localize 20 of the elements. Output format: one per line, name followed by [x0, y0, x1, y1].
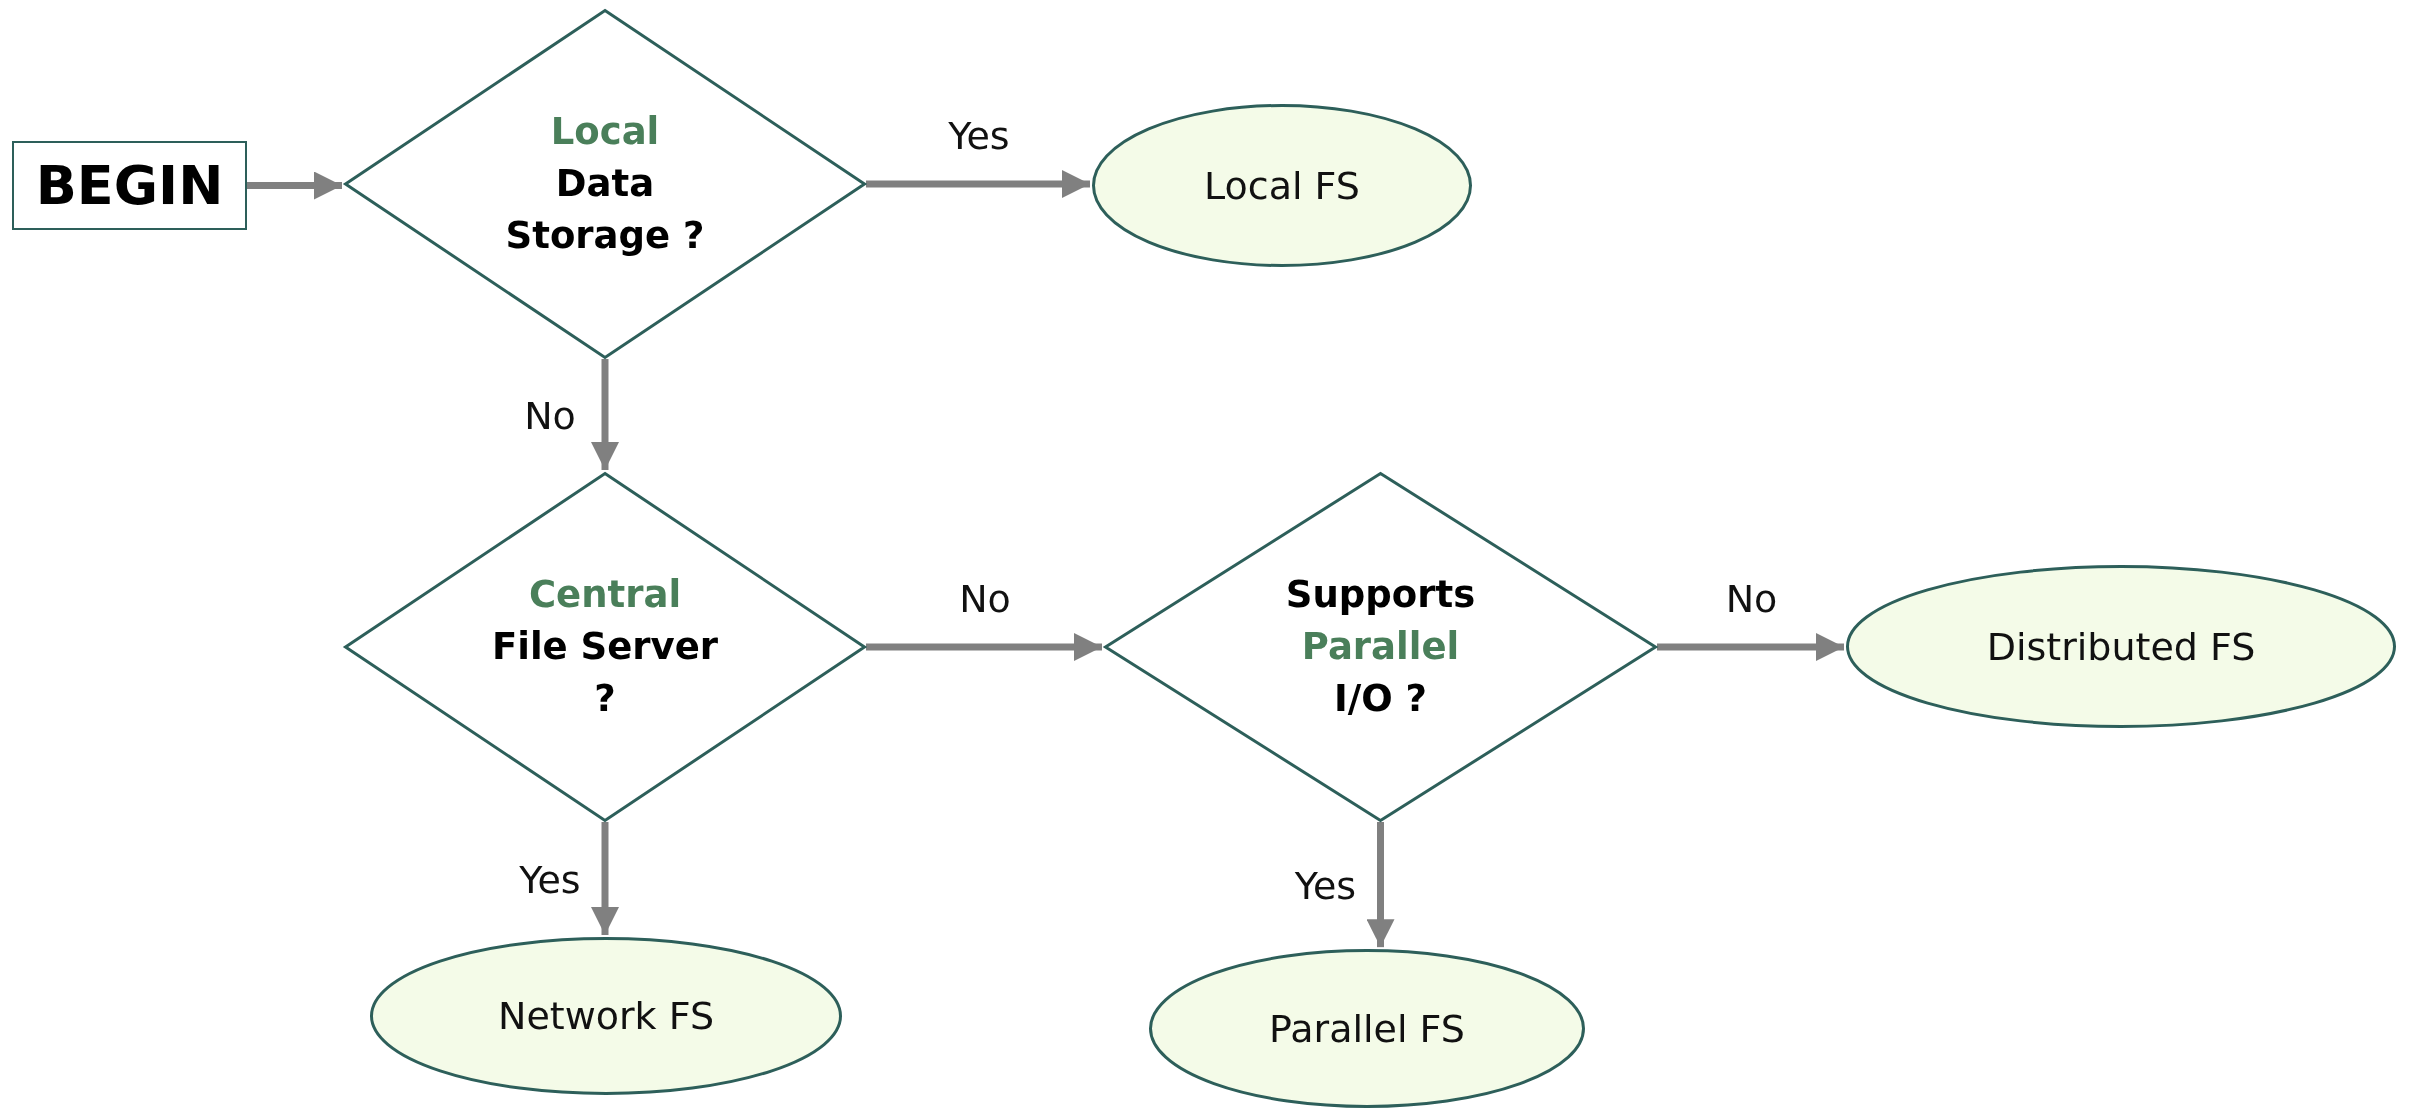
- decision-diamond: [344, 9, 866, 359]
- terminal-label: Parallel FS: [1269, 1006, 1465, 1051]
- decision-diamond: [1104, 472, 1657, 822]
- terminal-label: Network FS: [497, 994, 715, 1038]
- question-text: Data Storage ?: [504, 161, 706, 259]
- question-text: I/O ?: [1333, 675, 1428, 722]
- question-text: Central: [528, 572, 682, 619]
- start-box: BEGIN: [12, 141, 247, 230]
- terminal-ellipse: [1846, 565, 2396, 728]
- terminal-label: Distributed FS: [1986, 624, 2256, 669]
- terminal-ellipse: [1149, 949, 1585, 1108]
- terminal-label: Local FS: [1204, 163, 1360, 208]
- decision-diamond: [344, 472, 866, 822]
- question-text: Supports: [1285, 572, 1476, 619]
- question-text: Local: [550, 109, 660, 156]
- terminal-ellipse: [370, 937, 842, 1095]
- question-text: File Server ?: [490, 624, 720, 722]
- question-text: Parallel: [1301, 624, 1460, 671]
- terminal-ellipse: [1092, 104, 1472, 267]
- arrow: [1366, 822, 1395, 948]
